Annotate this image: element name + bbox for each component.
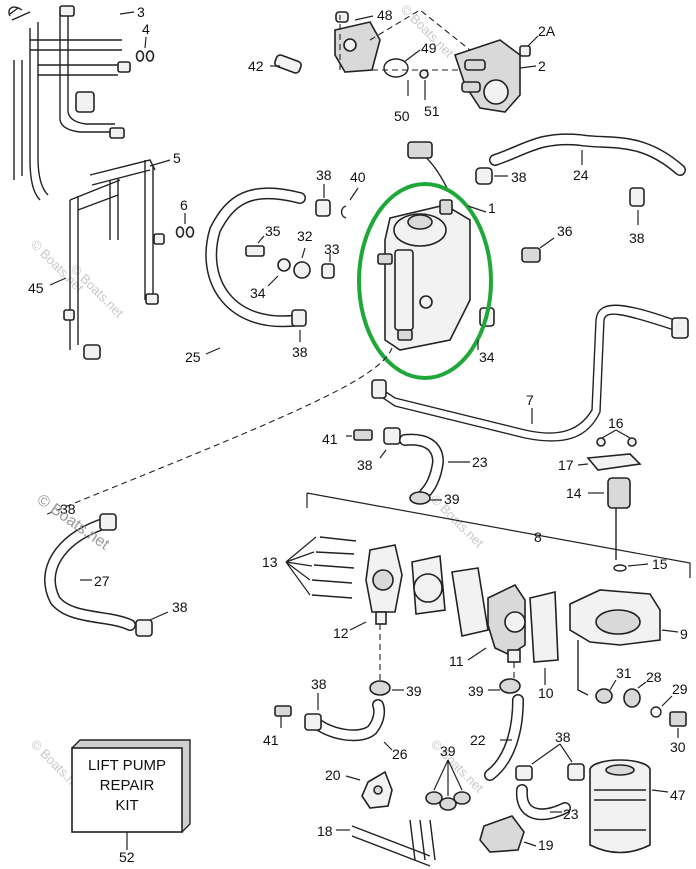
kit-label-line2: REPAIR [100,777,155,794]
callout-38: 38 [316,167,332,183]
callout-31: 31 [616,665,632,681]
fuel-rods-18 [351,819,436,867]
callout-24: 24 [573,167,589,183]
callout-38: 38 [292,344,308,360]
callout-15: 15 [652,556,668,572]
callout-6: 6 [180,197,188,213]
callout-49: 49 [421,40,437,56]
callout-20: 20 [325,767,341,783]
callout-34: 34 [250,285,266,301]
callout-38: 38 [629,230,645,246]
callout-52: 52 [119,849,135,865]
callout-11: 11 [449,653,464,669]
callout-18: 18 [317,823,333,839]
kit-label-line3: KIT [115,797,138,814]
callout-32: 32 [297,228,313,244]
callout-28: 28 [646,669,662,685]
callout-42: 42 [248,58,264,74]
fuel-filter-element-47 [589,759,651,854]
callout-14: 14 [566,485,582,501]
callout-38: 38 [511,169,527,185]
callout-34: 34 [479,349,495,365]
callout-5: 5 [173,150,181,166]
callout-19: 19 [538,837,554,853]
callout-27: 27 [94,573,110,589]
callout-51: 51 [424,103,440,119]
callout-35: 35 [265,223,281,239]
callout-23: 23 [472,454,488,470]
lift-pump-repair-kit-box: LIFT PUMP REPAIR KIT [70,739,191,833]
callout-26: 26 [392,746,408,762]
callout-39: 39 [440,743,456,759]
callout-38: 38 [311,676,327,692]
callout-36: 36 [557,223,573,239]
callout-13: 13 [262,554,278,570]
callout-23: 23 [563,806,579,822]
fuel-filter-assembly [377,141,495,351]
watermark-layer: © Boats.net © Boats.net © Boats.net © Bo… [28,2,487,796]
callout-7: 7 [526,392,534,408]
callout-29: 29 [672,681,688,697]
callout-4: 4 [142,21,150,37]
callout-17: 17 [558,457,574,473]
callout-40: 40 [350,169,366,185]
callout-3: 3 [137,4,145,20]
callout-38: 38 [60,501,76,517]
fuel-line-assembly-3 [8,5,131,201]
callout-50: 50 [394,108,410,124]
callout-25: 25 [185,349,201,365]
callout-22: 22 [470,732,486,748]
callout-38: 38 [555,729,571,745]
callout-12: 12 [333,625,349,641]
callout-2a: 2A [538,23,556,39]
callout-8: 8 [534,529,542,545]
callout-38: 38 [357,457,373,473]
callout-47: 47 [670,787,686,803]
callout-2: 2 [538,58,546,74]
callout-41: 41 [322,431,338,447]
callout-16: 16 [608,415,624,431]
callout-10: 10 [538,685,554,701]
callout-48: 48 [377,7,393,23]
callout-39: 39 [468,683,484,699]
highlight-circle [357,182,493,380]
callout-39: 39 [406,683,422,699]
callout-45: 45 [28,280,44,296]
callout-1: 1 [488,200,496,216]
callout-30: 30 [670,739,686,755]
lift-pump-top-assembly [334,11,531,113]
screws-13 [311,536,357,599]
callout-33: 33 [324,241,340,257]
fuel-line-assembly-5 [63,159,165,360]
callout-39: 39 [444,491,460,507]
kit-label-line1: LIFT PUMP [88,757,166,774]
callout-38: 38 [172,599,188,615]
callout-41: 41 [263,732,279,748]
callout-9: 9 [680,626,688,642]
